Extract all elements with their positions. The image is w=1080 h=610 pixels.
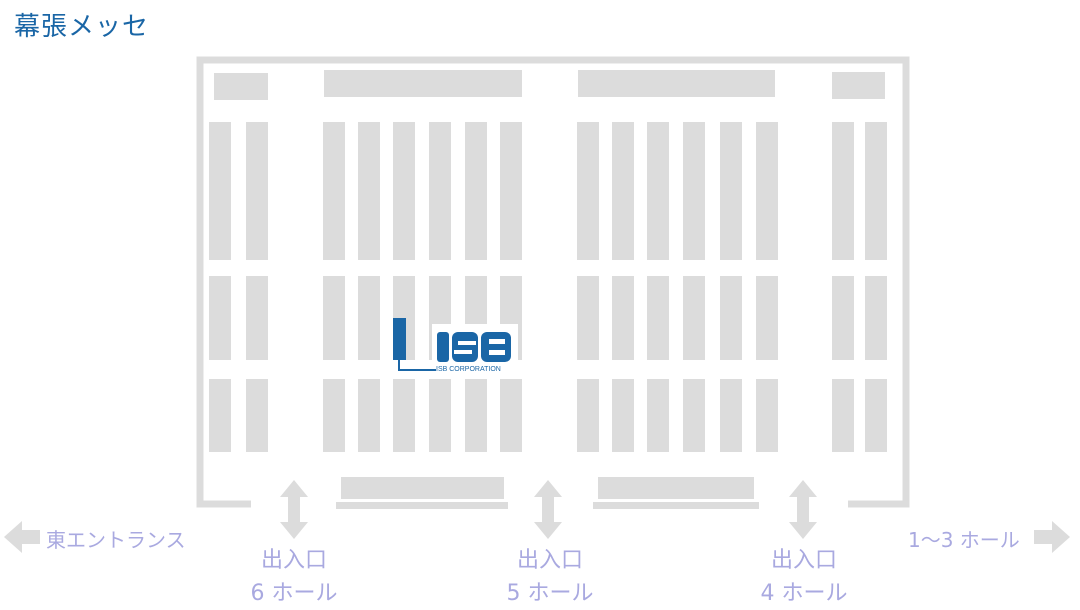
booth-column xyxy=(865,122,887,260)
booth-column xyxy=(323,276,345,360)
booth-bottom xyxy=(598,477,754,499)
booth-column xyxy=(209,276,231,360)
halls-1-3-label: 1〜3 ホール xyxy=(908,528,1020,552)
hall-label: 5 ホール xyxy=(506,581,594,606)
booth-column xyxy=(500,379,522,452)
hall-label: 6 ホール xyxy=(250,581,338,606)
booth-column xyxy=(720,276,742,360)
logo-caption: ISB CORPORATION xyxy=(436,366,501,373)
booth-column xyxy=(358,122,380,260)
booth-top xyxy=(214,73,268,100)
booth-column xyxy=(209,379,231,452)
arrow-6hall-icon xyxy=(280,480,308,539)
entrance-4hall: 出入口 4 ホール xyxy=(744,544,864,610)
booth-top xyxy=(832,72,885,99)
hall-wall xyxy=(196,56,910,508)
booth-column xyxy=(647,122,669,260)
booth-column xyxy=(865,276,887,360)
booth-column xyxy=(465,379,487,452)
booth-column xyxy=(612,379,634,452)
isb-logo: ISB CORPORATION xyxy=(393,318,518,373)
booth-column xyxy=(429,122,451,260)
arrow-4hall-icon xyxy=(789,480,817,539)
booth-column xyxy=(683,276,705,360)
booth-column xyxy=(577,379,599,452)
booth-column xyxy=(832,122,854,260)
entrance-label: 出入口 xyxy=(770,548,837,573)
booth-column xyxy=(683,122,705,260)
booth-bottom xyxy=(341,477,504,499)
entrance-6hall: 出入口 6 ホール xyxy=(234,544,354,610)
booth-column xyxy=(500,122,522,260)
booth-column xyxy=(612,276,634,360)
booth-column xyxy=(246,122,268,260)
booth-column xyxy=(832,276,854,360)
arrow-left-icon xyxy=(4,521,40,553)
booth-top xyxy=(578,70,775,97)
bottom-wall-segments xyxy=(336,502,759,509)
venue-title: 幕張メッセ xyxy=(14,12,150,42)
booth-column xyxy=(393,122,415,260)
booth-column xyxy=(246,379,268,452)
entrance-arrows xyxy=(4,480,1070,553)
booth-column xyxy=(358,379,380,452)
booth-column xyxy=(612,122,634,260)
booth-column xyxy=(246,276,268,360)
booth-column xyxy=(720,379,742,452)
booth-column xyxy=(429,379,451,452)
booth-column xyxy=(209,122,231,260)
booth-column xyxy=(577,122,599,260)
booth-column xyxy=(647,276,669,360)
entrance-5hall: 出入口 5 ホール xyxy=(490,544,610,610)
hall-label: 4 ホール xyxy=(760,581,848,606)
east-entrance-label: 東エントランス xyxy=(46,528,186,552)
booth-column xyxy=(683,379,705,452)
booth-column xyxy=(832,379,854,452)
booth-column xyxy=(577,276,599,360)
booth-column xyxy=(465,122,487,260)
arrow-right-icon xyxy=(1034,521,1070,553)
booth-column xyxy=(647,379,669,452)
booth-column xyxy=(756,122,778,260)
entrance-label: 出入口 xyxy=(260,548,327,573)
booth-column xyxy=(756,379,778,452)
booth-column xyxy=(720,122,742,260)
booth-column xyxy=(358,276,380,360)
booth-column xyxy=(323,122,345,260)
booth-column xyxy=(756,276,778,360)
booth-column xyxy=(865,379,887,452)
booth-column xyxy=(323,379,345,452)
booth-group xyxy=(209,70,887,499)
entrance-label: 出入口 xyxy=(516,548,583,573)
booth-top xyxy=(324,70,522,97)
booth-column xyxy=(393,379,415,452)
arrow-5hall-icon xyxy=(534,480,562,539)
